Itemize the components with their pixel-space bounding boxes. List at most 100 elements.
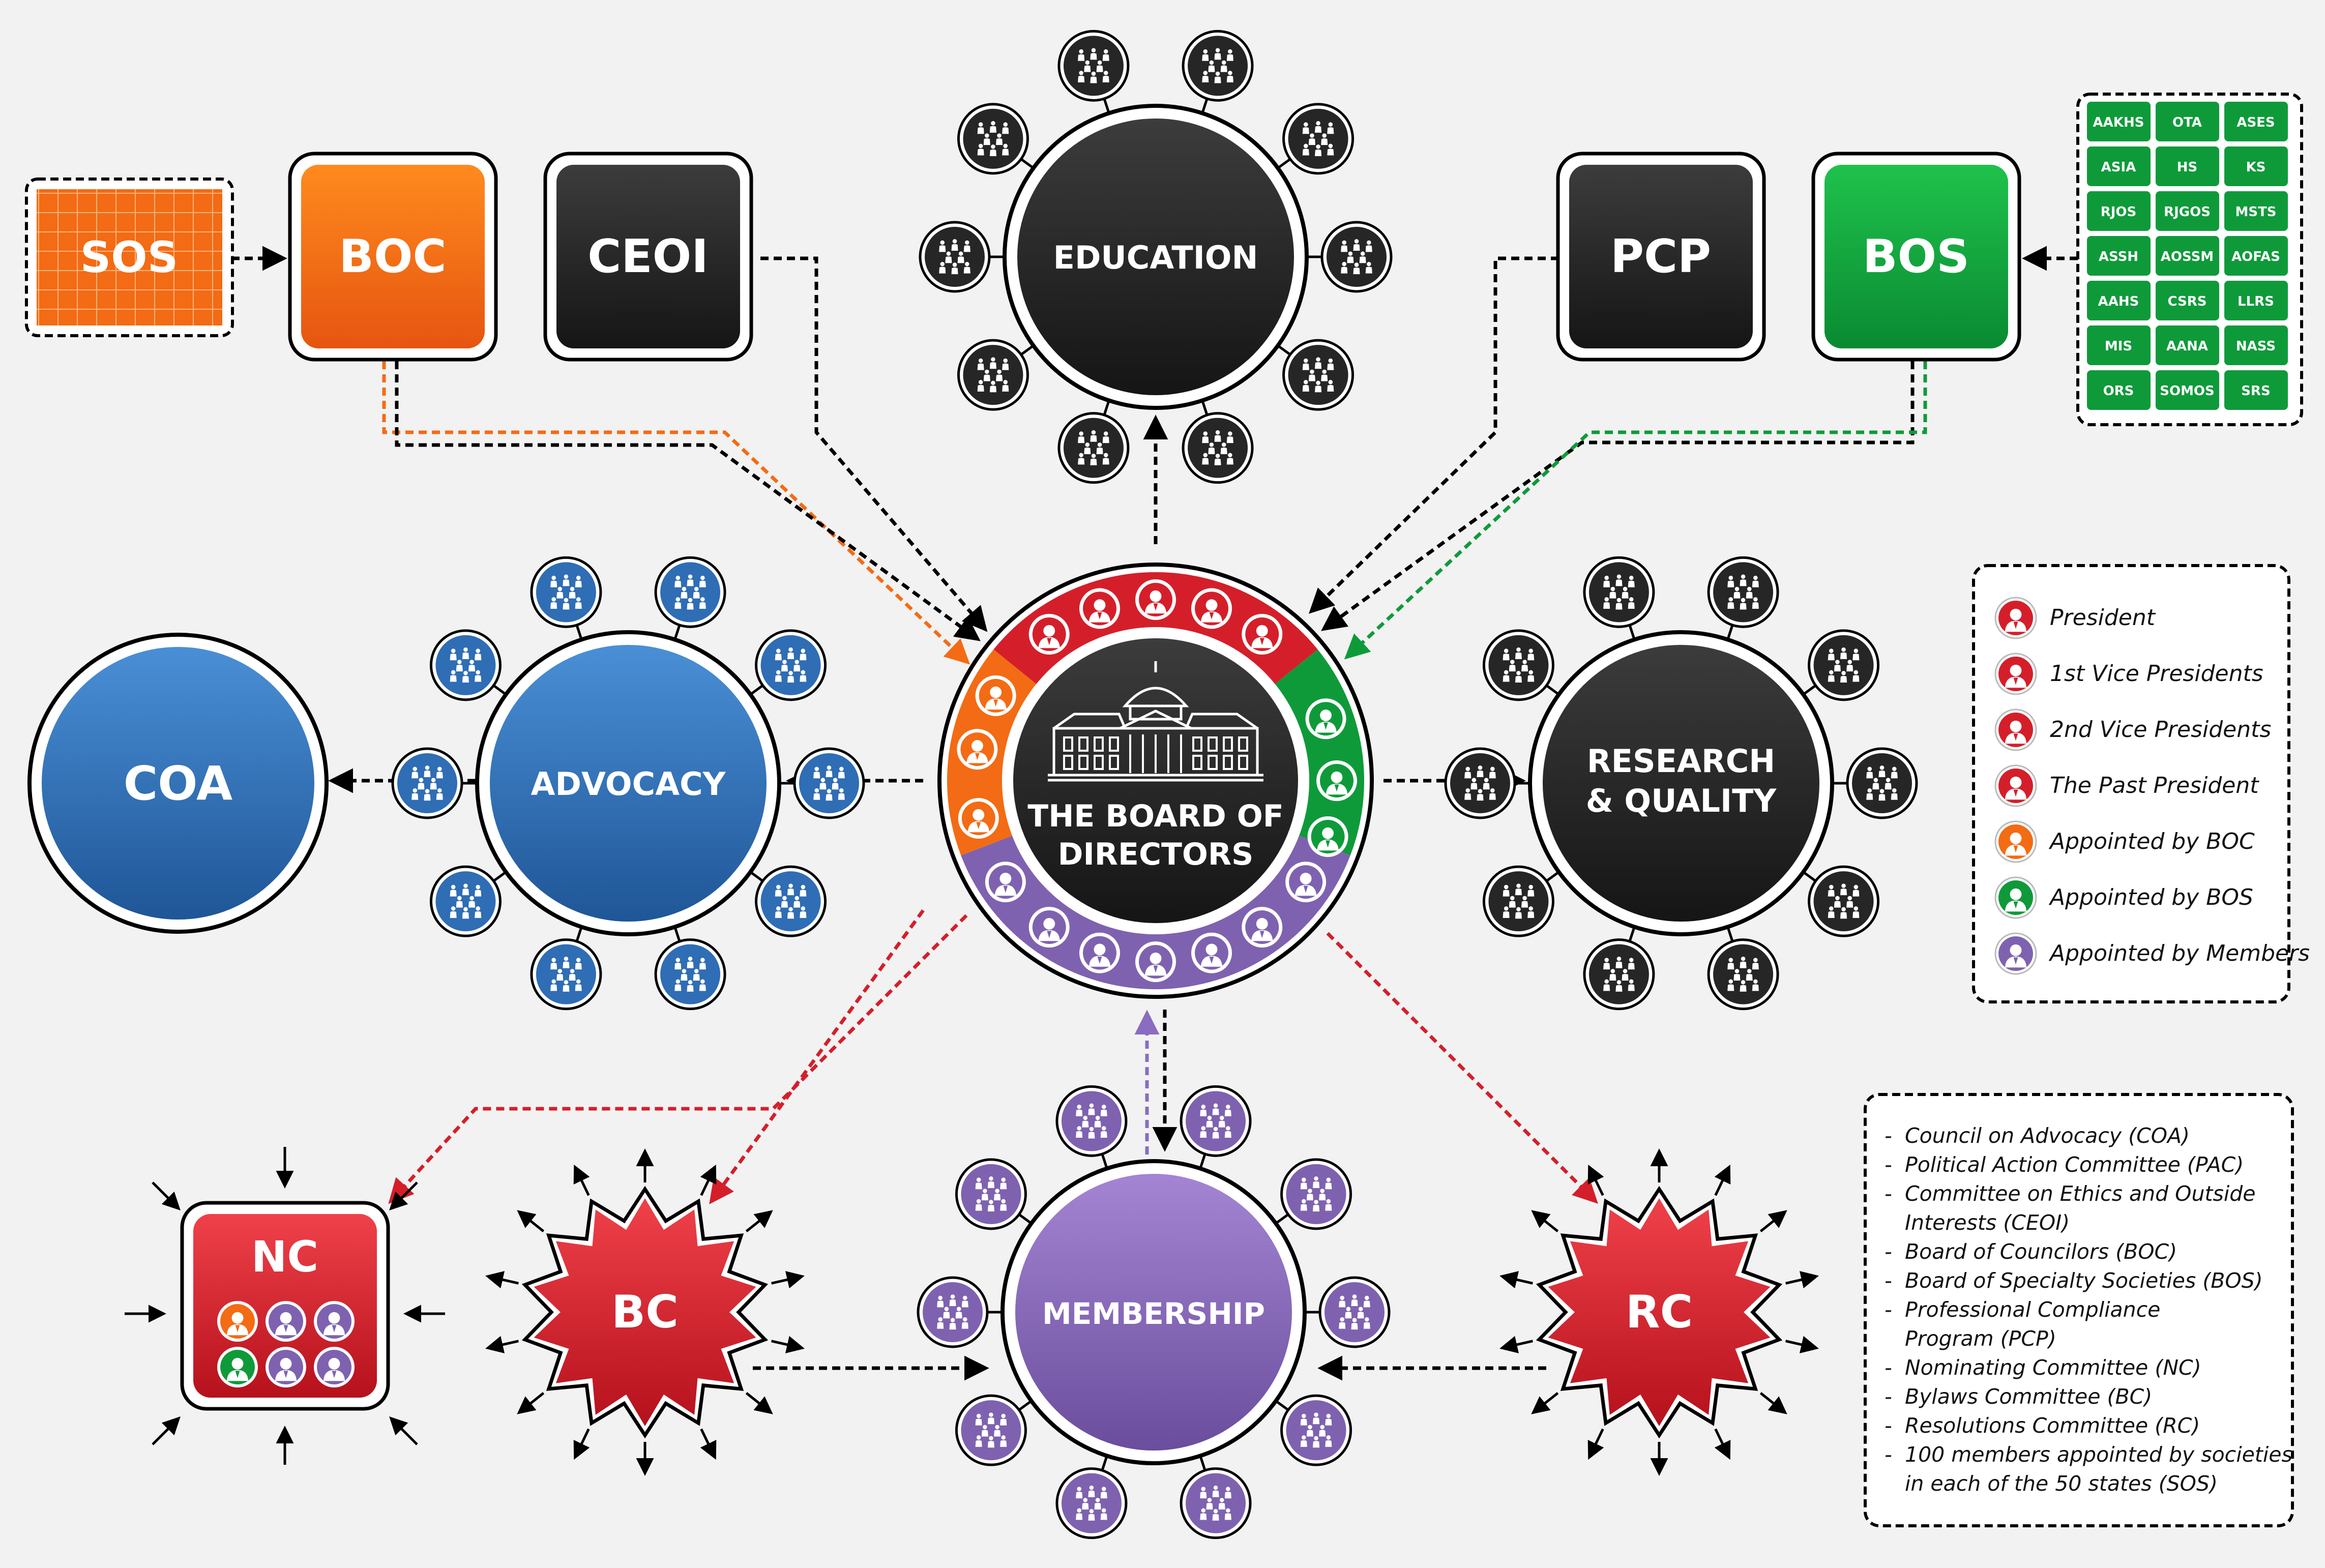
society-cell-label: AAHS bbox=[2098, 294, 2139, 309]
legend-label: Appointed by BOS bbox=[2048, 884, 2253, 910]
advocacy-hub[interactable]: ADVOCACY bbox=[475, 630, 781, 936]
nc-member-icon bbox=[314, 1347, 355, 1387]
rc-outward-arrow bbox=[1759, 1210, 1787, 1232]
board-member-icon bbox=[975, 675, 1016, 716]
research-member-group-icon bbox=[1831, 747, 1918, 819]
membership-hub[interactable]: MEMBERSHIP bbox=[1000, 1159, 1307, 1465]
research-label-line1: RESEARCH bbox=[1587, 743, 1775, 780]
society-cell[interactable]: ASSH bbox=[2087, 236, 2151, 276]
abbreviations-box: -Council on Advocacy (COA)-Political Act… bbox=[1864, 1093, 2294, 1527]
membership-member-group-icon bbox=[1180, 1454, 1252, 1540]
society-cell[interactable]: AANA bbox=[2156, 326, 2219, 365]
society-cell[interactable]: SRS bbox=[2224, 370, 2288, 410]
abbreviation-text: Committee on Ethics and Outside bbox=[1905, 1181, 2256, 1206]
advocacy-member-group-icon bbox=[429, 629, 508, 701]
society-cell[interactable]: ASIA bbox=[2087, 146, 2151, 186]
society-cell[interactable]: CSRS bbox=[2156, 281, 2219, 320]
rc-outward-arrow bbox=[1499, 1336, 1533, 1353]
nc-inward-arrow bbox=[389, 1181, 418, 1210]
society-cell[interactable]: RJOS bbox=[2087, 191, 2151, 231]
abbreviation-line: -100 members appointed by societies bbox=[1885, 1442, 2292, 1467]
bullet-dash: - bbox=[1885, 1384, 1892, 1409]
society-cell[interactable]: LLRS bbox=[2224, 281, 2288, 320]
bc-burst[interactable]: BC bbox=[485, 1148, 805, 1476]
research-quality-hub[interactable]: RESEARCH & QUALITY bbox=[1528, 630, 1834, 936]
rc-outward-arrow bbox=[1587, 1164, 1604, 1196]
society-cell[interactable]: SOMOS bbox=[2156, 370, 2219, 410]
bullet-dash: - bbox=[1885, 1123, 1892, 1148]
society-cell-label: RJGOS bbox=[2164, 204, 2211, 220]
nc-member-icon bbox=[266, 1347, 306, 1387]
board-member-icon bbox=[1028, 613, 1070, 655]
membership-member-group-icon bbox=[1274, 1158, 1352, 1230]
society-cell-label: AOSSM bbox=[2161, 249, 2214, 264]
abbreviation-line: Program (PCP) bbox=[1905, 1326, 2056, 1351]
sos-box[interactable]: SOS bbox=[25, 177, 234, 337]
pcp-box[interactable]: PCP bbox=[1556, 152, 1766, 362]
society-cell[interactable]: KS bbox=[2224, 146, 2288, 186]
education-member-group-icon bbox=[1182, 399, 1254, 484]
rc-outward-arrow bbox=[1587, 1428, 1604, 1460]
society-cell[interactable]: AOFAS bbox=[2224, 236, 2288, 276]
abbreviation-text: Interests (CEOI) bbox=[1905, 1210, 2070, 1235]
board-member-icon bbox=[1191, 932, 1232, 973]
research-member-group-icon bbox=[1707, 556, 1779, 641]
abbreviation-line: -Board of Councilors (BOC) bbox=[1885, 1239, 2177, 1264]
legend-item: 1st Vice Presidents bbox=[1994, 653, 2263, 695]
membership-member-group-icon bbox=[1055, 1085, 1128, 1170]
research-member-group-icon bbox=[1802, 629, 1880, 701]
society-cell[interactable]: AAHS bbox=[2087, 281, 2151, 320]
bos-box[interactable]: BOS bbox=[1811, 152, 2021, 362]
capitol-building-icon bbox=[1048, 661, 1263, 782]
society-cell-label: ASIA bbox=[2101, 160, 2136, 175]
legend-label: Appointed by BOC bbox=[2048, 829, 2255, 854]
rc-burst[interactable]: RC bbox=[1499, 1148, 1819, 1476]
boc-box[interactable]: BOC bbox=[288, 152, 498, 362]
coa-circle[interactable]: COA bbox=[27, 633, 329, 934]
bc-outward-arrow bbox=[573, 1164, 590, 1196]
nc-member-icon bbox=[314, 1301, 355, 1342]
research-member-group-icon bbox=[1707, 925, 1779, 1011]
advocacy-member-group-icon bbox=[391, 747, 478, 819]
advocacy-member-group-icon bbox=[429, 865, 508, 937]
society-cell[interactable]: MIS bbox=[2087, 326, 2151, 365]
board-member-icon bbox=[1242, 907, 1283, 948]
board-member-icon bbox=[1305, 698, 1346, 739]
advocacy-member-group-icon bbox=[530, 556, 602, 641]
sos-label: SOS bbox=[80, 232, 178, 282]
society-cell[interactable]: ASES bbox=[2224, 102, 2288, 141]
arrow-board-to-bc bbox=[709, 909, 925, 1204]
bc-outward-arrow bbox=[485, 1271, 519, 1289]
nc-inward-arrow bbox=[389, 1416, 418, 1445]
society-cell[interactable]: NASS bbox=[2224, 326, 2288, 365]
bullet-dash: - bbox=[1885, 1181, 1892, 1206]
rc-outward-arrow bbox=[1759, 1392, 1787, 1414]
society-cell[interactable]: HS bbox=[2156, 146, 2219, 186]
legend-item: 2nd Vice Presidents bbox=[1994, 708, 2271, 751]
nc-member-icon bbox=[217, 1347, 258, 1387]
board-of-directors[interactable]: THE BOARD OF DIRECTORS bbox=[937, 563, 1374, 999]
rc-outward-arrow bbox=[1785, 1336, 1819, 1353]
education-member-group-icon bbox=[1182, 29, 1254, 115]
society-cell[interactable]: AOSSM bbox=[2156, 236, 2219, 276]
bc-label: BC bbox=[611, 1286, 679, 1338]
advocacy-member-group-icon bbox=[778, 747, 865, 819]
board-member-icon bbox=[957, 729, 998, 770]
rc-outward-arrow bbox=[1499, 1271, 1533, 1289]
society-cell-label: AOFAS bbox=[2231, 249, 2280, 264]
abbreviation-line: -Political Action Committee (PAC) bbox=[1885, 1152, 2244, 1177]
arrow-boc-to-board-black bbox=[395, 361, 981, 641]
board-member-icon bbox=[1079, 932, 1120, 973]
society-cell[interactable]: RJGOS bbox=[2156, 191, 2219, 231]
society-cell[interactable]: OTA bbox=[2156, 102, 2219, 141]
membership-member-group-icon bbox=[1055, 1454, 1128, 1540]
society-cell[interactable]: MSTS bbox=[2224, 191, 2288, 231]
ceoi-box[interactable]: CEOI bbox=[543, 152, 753, 362]
society-cell[interactable]: AAKHS bbox=[2087, 102, 2151, 141]
membership-member-group-icon bbox=[955, 1394, 1033, 1466]
society-cell-label: LLRS bbox=[2238, 294, 2274, 309]
education-hub[interactable]: EDUCATION bbox=[1003, 104, 1309, 410]
society-cell[interactable]: ORS bbox=[2087, 370, 2151, 410]
nc-box[interactable]: NC bbox=[125, 1147, 445, 1465]
